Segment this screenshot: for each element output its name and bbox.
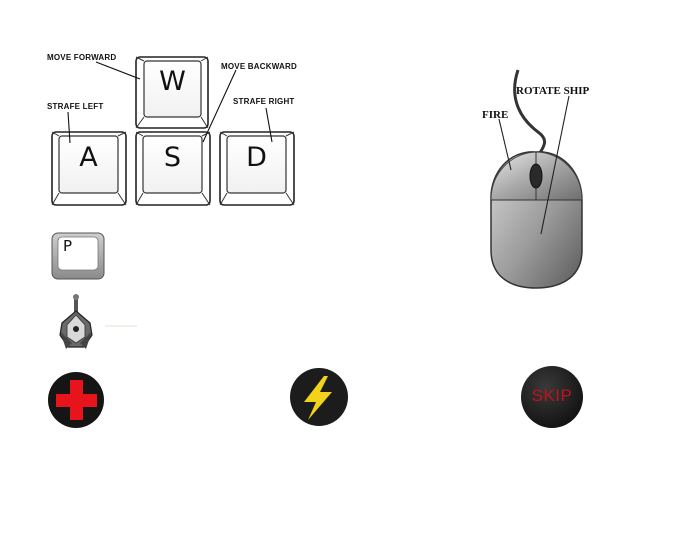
label-fire: FIRE bbox=[482, 109, 509, 121]
key-s-letter: S bbox=[163, 142, 182, 173]
p-key bbox=[51, 232, 105, 280]
health-plus-icon bbox=[48, 372, 104, 428]
key-p-letter: P bbox=[63, 237, 73, 255]
d-key bbox=[219, 131, 295, 206]
a-key bbox=[51, 131, 127, 206]
key-d-letter: D bbox=[246, 142, 267, 173]
lightning-icon bbox=[290, 368, 348, 426]
ship-icon bbox=[59, 294, 93, 349]
label-rotate-ship: ROTATE SHIP bbox=[516, 85, 590, 97]
mouse-illustration bbox=[490, 69, 583, 289]
key-label-leaders bbox=[67, 61, 273, 144]
key-w-letter: W bbox=[159, 66, 186, 97]
label-move-forward: MOVE FORWARD bbox=[47, 53, 117, 62]
skip-label: SKIP bbox=[531, 386, 573, 405]
skip-icon bbox=[521, 366, 583, 428]
label-move-backward: MOVE BACKWARD bbox=[221, 62, 297, 71]
key-a-letter: A bbox=[79, 142, 98, 173]
label-strafe-right: STRAFE RIGHT bbox=[233, 97, 295, 106]
s-key bbox=[135, 131, 211, 206]
w-key bbox=[135, 56, 209, 129]
label-strafe-left: STRAFE LEFT bbox=[47, 102, 104, 111]
